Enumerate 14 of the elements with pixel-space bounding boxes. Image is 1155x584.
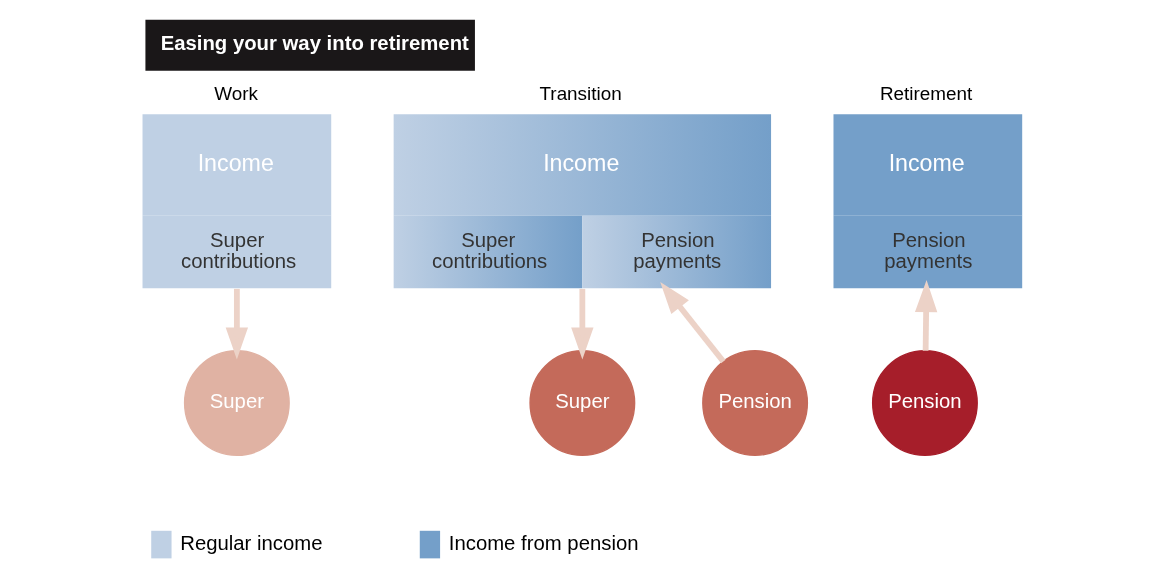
arrow bbox=[659, 282, 726, 364]
arrow bbox=[570, 288, 594, 360]
legend-label: Regular income bbox=[179, 531, 323, 554]
legend-label: Income from pension bbox=[448, 531, 638, 554]
node-circle: Super bbox=[183, 350, 290, 457]
arrow bbox=[225, 288, 248, 360]
node-circle: Pension bbox=[701, 350, 808, 457]
node-label: Retirement bbox=[879, 83, 972, 105]
node-circle: Pension bbox=[871, 350, 978, 457]
arrow bbox=[914, 280, 937, 351]
node-circle: Super bbox=[528, 350, 635, 457]
node-label: Transition bbox=[539, 83, 622, 105]
node-label: Work bbox=[213, 83, 258, 105]
diagram-title: Easing your way into retirement bbox=[160, 31, 469, 54]
